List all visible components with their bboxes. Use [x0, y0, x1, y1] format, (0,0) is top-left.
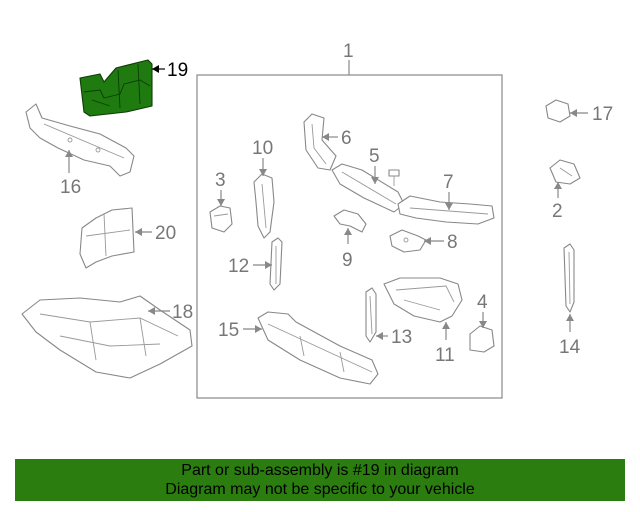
callout-19[interactable]: 19: [167, 60, 188, 81]
arrow-7: [445, 203, 453, 210]
callout-8[interactable]: 8: [447, 232, 458, 253]
part-4[interactable]: [469, 325, 495, 353]
callout-17[interactable]: 17: [592, 104, 613, 125]
callout-3[interactable]: 3: [215, 170, 226, 191]
callout-15[interactable]: 15: [218, 320, 239, 341]
arrow-14: [566, 314, 574, 321]
callout-1[interactable]: 1: [343, 41, 354, 62]
part-19-highlighted[interactable]: [79, 59, 153, 117]
banner-line-1: Part or sub-assembly is #19 in diagram: [181, 462, 459, 479]
banner-line-2: Diagram may not be specific to your vehi…: [165, 481, 475, 498]
arrow-11: [442, 322, 450, 329]
callout-18[interactable]: 18: [172, 302, 193, 323]
arrow-20: [135, 228, 142, 236]
callout-16[interactable]: 16: [60, 177, 81, 198]
bolt: [388, 169, 400, 186]
part-3[interactable]: [209, 205, 233, 233]
callout-12[interactable]: 12: [228, 256, 249, 277]
arrow-10: [259, 169, 267, 176]
info-banner: Part or sub-assembly is #19 in diagram D…: [15, 459, 625, 501]
arrow-16: [65, 150, 73, 157]
part-9[interactable]: [333, 209, 367, 233]
arrow-8: [424, 237, 431, 245]
callout-5[interactable]: 5: [369, 146, 380, 167]
callout-9[interactable]: 9: [342, 250, 353, 271]
part-20[interactable]: [79, 207, 135, 269]
part-12[interactable]: [269, 237, 283, 291]
callout-7[interactable]: 7: [443, 172, 454, 193]
part-11[interactable]: [383, 277, 463, 323]
arrow-9: [344, 228, 352, 235]
arrow-3: [217, 199, 225, 206]
callout-6[interactable]: 6: [341, 128, 352, 149]
arrow-15: [255, 325, 262, 333]
arrow-2: [554, 182, 562, 189]
part-13[interactable]: [365, 287, 377, 343]
callout-4[interactable]: 4: [477, 292, 488, 313]
part-6[interactable]: [303, 113, 337, 171]
part-8[interactable]: [389, 229, 427, 253]
part-16[interactable]: [25, 103, 135, 177]
part-7[interactable]: [397, 195, 495, 225]
part-17[interactable]: [545, 99, 571, 123]
callout-20[interactable]: 20: [155, 223, 176, 244]
arrow-4: [479, 321, 487, 328]
callout-10[interactable]: 10: [252, 138, 273, 159]
arrow-6: [322, 133, 329, 141]
part-14[interactable]: [563, 243, 575, 313]
arrow-18: [148, 307, 155, 315]
part-15[interactable]: [257, 311, 379, 385]
arrow-5: [371, 177, 379, 184]
arrow-12: [265, 261, 272, 269]
part-2[interactable]: [549, 159, 581, 185]
callout-11[interactable]: 11: [435, 345, 455, 366]
callout-13[interactable]: 13: [391, 327, 412, 348]
arrow-19: [152, 65, 159, 73]
callout-14[interactable]: 14: [559, 337, 581, 358]
callout-2[interactable]: 2: [552, 201, 563, 222]
part-10[interactable]: [253, 173, 275, 239]
arrow-17: [570, 109, 577, 117]
part-18[interactable]: [21, 295, 193, 379]
arrow-13: [376, 332, 383, 340]
